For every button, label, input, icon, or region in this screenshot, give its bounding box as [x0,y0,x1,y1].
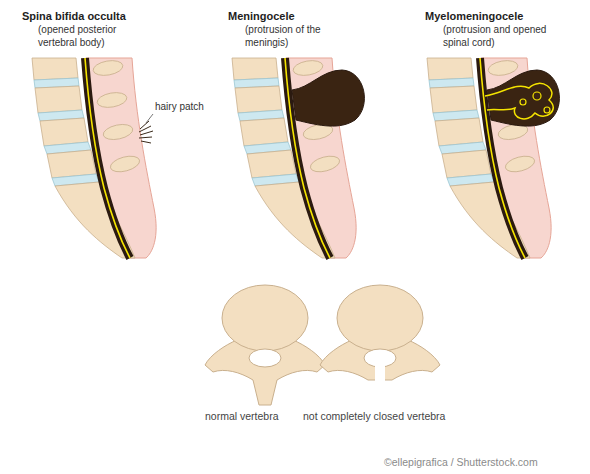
spine-section [32,58,156,258]
figure-caption: not completely closed vertebra [303,410,483,423]
panel-subtitle: (opened posterior vertebral body) [38,24,143,49]
normal-vertebra [205,285,325,405]
meningocele-sac [292,70,364,126]
panel-subtitle: (protrusion of the meningis) [245,24,335,49]
panel-title: Myelomeningocele [425,10,575,24]
watermark: ©ellepigrafica / Shutterstock.com [384,456,584,469]
open-vertebra [320,285,440,382]
figure-caption: normal vertebra [205,410,305,423]
callout-label: hairy patch [155,101,235,114]
panel-title: Spina bifida occulta [22,10,172,24]
panel-title: Meningocele [228,10,378,24]
hairy-patch [139,121,153,143]
panel-subtitle: (protrusion and opened spinal cord) [443,24,553,49]
myelomeningocele-sac [485,70,559,126]
leader-line [146,114,153,123]
